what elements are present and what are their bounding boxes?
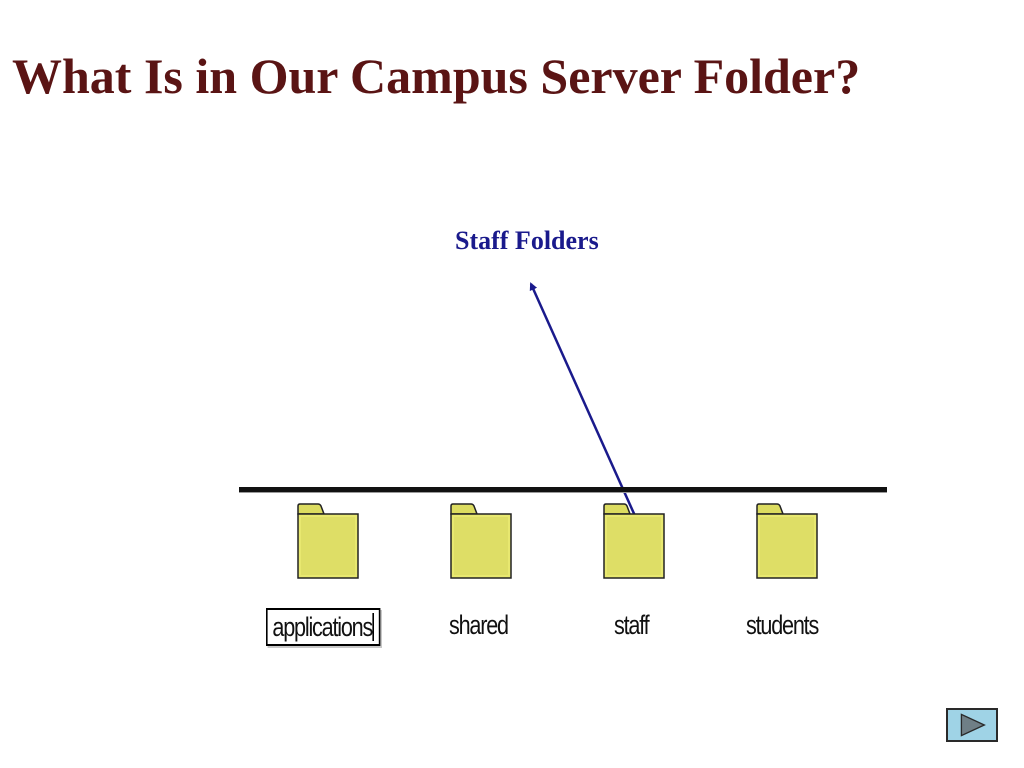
explorer-divider (239, 487, 887, 493)
next-slide-button[interactable] (946, 708, 998, 742)
folder-item-applications[interactable]: applications (258, 500, 398, 660)
folder-icon (450, 503, 512, 579)
staff-folders-callout: Staff Folders (455, 226, 599, 255)
triangle-right-icon (960, 713, 986, 737)
folder-icon (603, 503, 665, 579)
text-cursor (372, 613, 374, 641)
folder-item-staff[interactable]: staff (564, 500, 704, 660)
folder-item-shared[interactable]: shared (411, 500, 551, 660)
folder-name: applications (272, 612, 373, 642)
folder-label-students[interactable]: students (746, 610, 819, 640)
slide-title: What Is in Our Campus Server Folder? (12, 48, 861, 104)
folder-icon (756, 503, 818, 579)
folder-label-applications[interactable]: applications (266, 608, 381, 646)
folder-label-shared[interactable]: shared (449, 610, 509, 640)
folder-icon (297, 503, 359, 579)
folder-item-students[interactable]: students (717, 500, 857, 660)
folder-label-staff[interactable]: staff (614, 610, 650, 640)
